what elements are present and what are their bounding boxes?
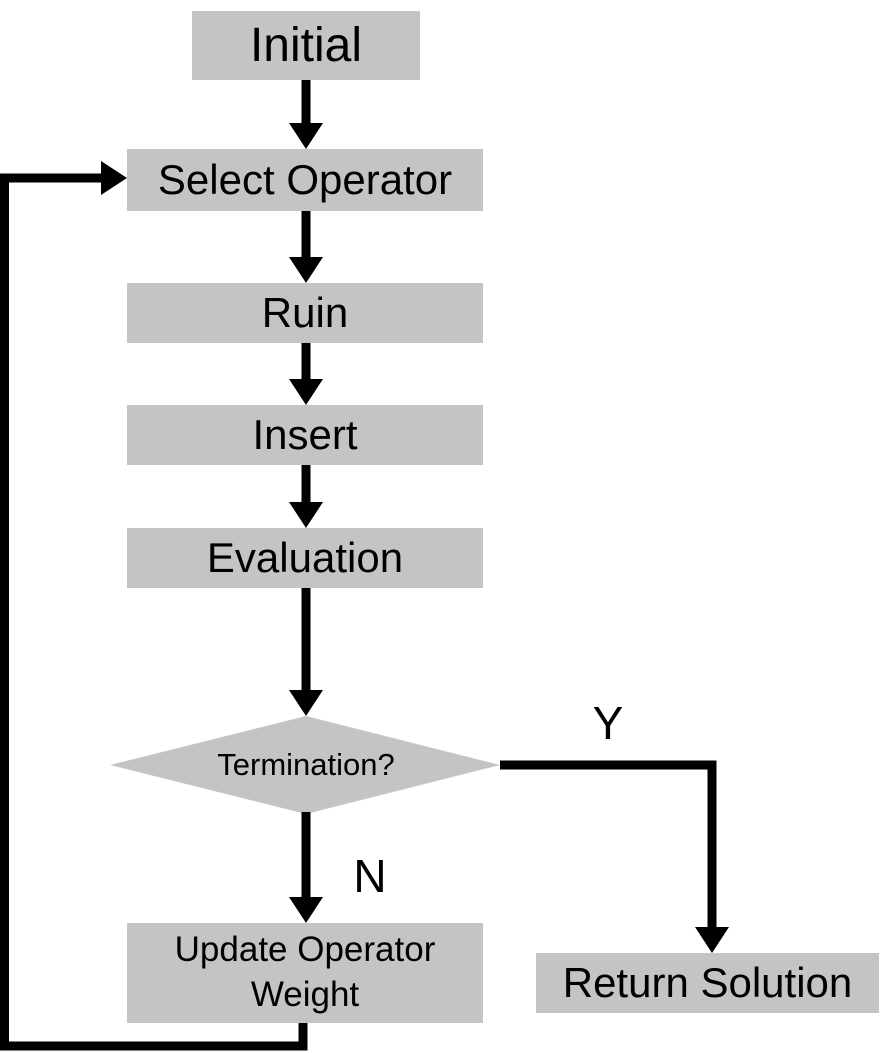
node-select-operator: Select Operator [127,149,483,211]
arrow-initial-to-select-operator [289,78,323,149]
edge-label-no: N [353,850,387,902]
decision-diamond-shape [110,716,500,814]
node-ruin: Ruin [127,283,483,343]
arrow-insert-to-evaluation [289,463,323,528]
node-return-solution: Return Solution [536,953,879,1013]
arrow-termination-no-to-update [289,812,323,923]
node-update-operator-weight: Update Operator Weight [127,923,483,1023]
arrow-evaluation-to-termination [289,586,323,716]
arrow-update-loop-to-select-operator [0,161,308,1051]
node-termination-decision-label: Termination? [217,747,395,782]
node-insert: Insert [127,405,483,465]
node-initial: Initial [192,11,420,80]
arrow-termination-yes-to-return-solution [500,760,729,953]
edge-label-yes: Y [592,697,624,749]
node-evaluation: Evaluation [127,528,483,588]
arrow-select-operator-to-ruin [289,209,323,283]
arrow-ruin-to-insert [289,341,323,405]
